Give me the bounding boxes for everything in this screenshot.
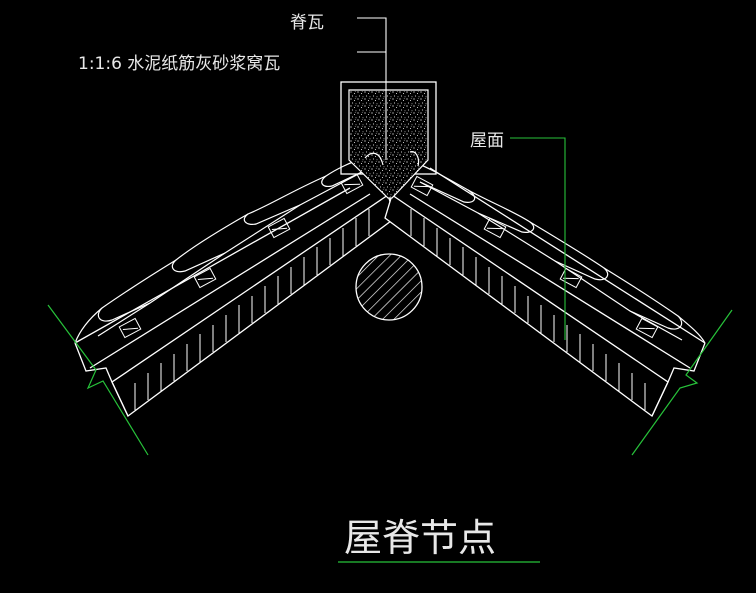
- right-break-line: [631, 309, 733, 456]
- left-roof-slope: [74, 157, 396, 417]
- right-tile-pads: [410, 175, 659, 339]
- ridge-purlin: [355, 253, 423, 321]
- left-tile-pads: [118, 173, 364, 339]
- right-roof-slope: [384, 159, 706, 417]
- leader-lines: [357, 17, 387, 160]
- right-board-hatch: [410, 209, 646, 410]
- right-roof-board: [384, 193, 669, 417]
- right-roof-tiles: [407, 159, 706, 344]
- left-roof-board: [111, 193, 396, 417]
- ridge-mortar-hooks: [364, 151, 420, 167]
- left-board-hatch: [134, 209, 370, 410]
- ridge-tile-label: 脊瓦: [290, 13, 324, 33]
- left-break-line: [47, 304, 149, 456]
- right-eave-edge: [651, 342, 706, 417]
- right-roof-upper-line: [429, 167, 706, 344]
- left-roof-tiles: [74, 157, 367, 344]
- left-roof-upper-line: [74, 187, 351, 344]
- roof-surface-leader: [510, 137, 566, 340]
- ridge-tile-leader: [357, 17, 387, 160]
- ridge-cap: [340, 81, 437, 199]
- drawing-title: 屋脊节点: [344, 516, 496, 560]
- left-roof-mid-line: [89, 193, 371, 369]
- right-roof-mid-line: [409, 193, 691, 369]
- ridge-mortar-fill: [348, 89, 429, 199]
- break-lines: [47, 304, 733, 456]
- left-eave-edge: [74, 342, 129, 417]
- mortar-label: 1:1:6 水泥纸筋灰砂浆窝瓦: [78, 54, 280, 74]
- roof-surface-label: 屋面: [470, 131, 504, 151]
